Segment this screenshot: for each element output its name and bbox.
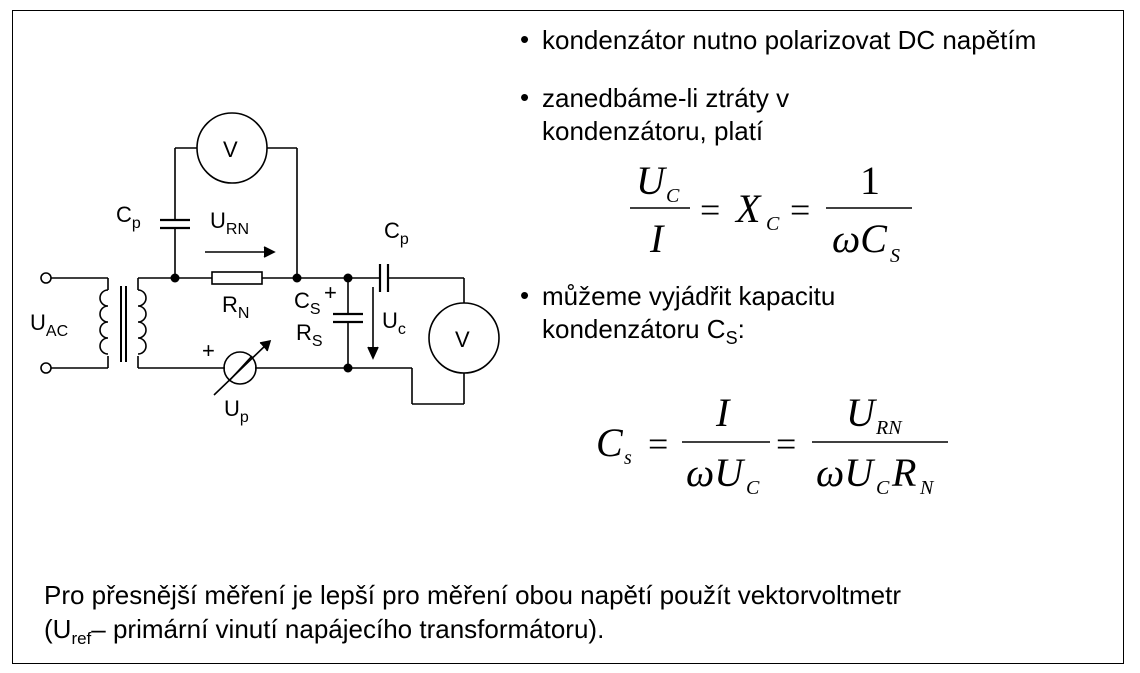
svg-text:s: s bbox=[624, 447, 632, 469]
label-plus-up: + bbox=[202, 338, 215, 363]
junction-dot bbox=[343, 363, 353, 373]
svg-text:1: 1 bbox=[860, 158, 880, 203]
label-uac: UAC bbox=[30, 310, 68, 340]
bullet-text-line2: kondenzátoru, platí bbox=[542, 116, 764, 146]
transformer-secondary-coil bbox=[137, 289, 147, 355]
label-uc: Uc bbox=[382, 308, 406, 338]
svg-text:C: C bbox=[596, 420, 624, 465]
label-cp2: Cp bbox=[384, 218, 409, 248]
svg-text:ωU: ωU bbox=[686, 450, 746, 495]
bottom-note: Pro přesnější měření je lepší pro měření… bbox=[44, 578, 901, 656]
svg-text:R: R bbox=[891, 450, 916, 495]
bottom-note-line1: Pro přesnější měření je lepší pro měření… bbox=[44, 580, 901, 610]
bullet-dot: • bbox=[520, 280, 530, 310]
bullet-dot: • bbox=[520, 24, 530, 54]
svg-text:=: = bbox=[648, 424, 668, 464]
circuit-diagram: UAC Cp URN RN Cp CS RS Uc Up + + V V bbox=[30, 112, 500, 426]
bottom-note-line2: (Uref– primární vinutí napájecího transf… bbox=[44, 614, 605, 649]
label-rn: RN bbox=[222, 292, 249, 322]
svg-text:C: C bbox=[766, 213, 780, 235]
meter-up bbox=[223, 351, 257, 385]
label-rs: RS bbox=[296, 320, 323, 350]
resistor-rn bbox=[211, 271, 263, 285]
svg-text:I: I bbox=[649, 216, 665, 261]
svg-text:C: C bbox=[746, 477, 760, 499]
label-cs: CS bbox=[294, 288, 321, 318]
label-up: Up bbox=[224, 396, 249, 426]
label-plus-cs: + bbox=[324, 280, 337, 305]
svg-text:ωU: ωU bbox=[816, 450, 876, 495]
junction-dot bbox=[170, 273, 180, 283]
svg-text:S: S bbox=[890, 245, 900, 267]
label-urn: URN bbox=[210, 208, 249, 238]
junction-dot bbox=[292, 273, 302, 283]
svg-text:U: U bbox=[846, 390, 878, 435]
formula-1: U C I = X C = 1 ωC S bbox=[630, 158, 912, 267]
transformer-primary-coil bbox=[99, 289, 109, 355]
meter-up-adjust-arrow bbox=[213, 342, 269, 396]
svg-text:ωC: ωC bbox=[832, 216, 888, 261]
svg-text:C: C bbox=[666, 185, 680, 207]
svg-text:N: N bbox=[919, 477, 935, 499]
svg-text:RN: RN bbox=[875, 417, 903, 439]
junction-dot bbox=[343, 273, 353, 283]
urn-arrow-head bbox=[263, 246, 276, 258]
terminal-bottom bbox=[40, 362, 52, 374]
svg-text:C: C bbox=[876, 477, 890, 499]
bullet-text: kondenzátor nutno polarizovat DC napětím bbox=[542, 25, 1037, 55]
svg-text:U: U bbox=[636, 158, 668, 203]
formula-2: C s = I ωU C = U RN ωU C R N bbox=[596, 390, 948, 499]
svg-text:=: = bbox=[790, 190, 810, 230]
bullet-dot: • bbox=[520, 82, 530, 112]
voltmeter-1-label: V bbox=[223, 137, 238, 162]
uc-arrow-head bbox=[367, 346, 379, 360]
svg-text:=: = bbox=[776, 424, 796, 464]
slide-frame bbox=[12, 10, 1124, 664]
terminal-top bbox=[40, 272, 52, 284]
bullet-text-line1: můžeme vyjádřit kapacitu bbox=[542, 281, 836, 311]
svg-text:=: = bbox=[700, 190, 720, 230]
bullet-text-line1: zanedbáme-li ztráty v bbox=[542, 83, 790, 113]
svg-text:I: I bbox=[715, 390, 731, 435]
label-cp1: Cp bbox=[116, 202, 141, 232]
svg-text:X: X bbox=[734, 186, 762, 231]
bullet-text-line2: kondenzátoru CS: bbox=[542, 314, 745, 349]
voltmeter-2-label: V bbox=[455, 327, 470, 352]
